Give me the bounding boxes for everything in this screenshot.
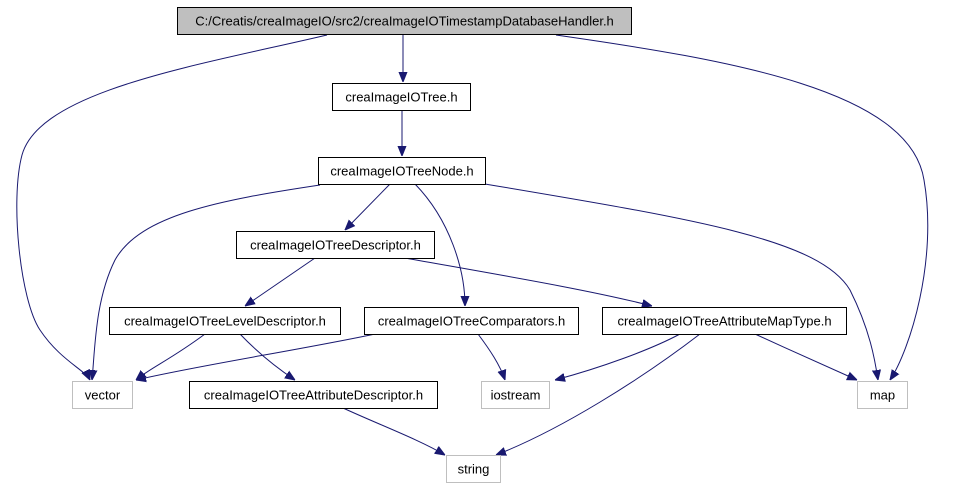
node-attrdesc[interactable]: creaImageIOTreeAttributeDescriptor.h (189, 381, 438, 409)
edge-treenode-to-vector (92, 184, 321, 380)
node-tree[interactable]: creaImageIOTree.h (332, 83, 471, 111)
node-box-treenode (318, 157, 486, 185)
node-box-comparators (364, 307, 579, 335)
edge-attrmap-to-iostream (555, 333, 681, 380)
node-label-comparators: creaImageIOTreeComparators.h (378, 314, 565, 329)
node-label-root: C:/Creatis/creaImageIO/src2/creaImageIOT… (195, 14, 614, 29)
edge-attrdesc-to-string (342, 407, 445, 455)
node-label-treedesc: creaImageIOTreeDescriptor.h (250, 238, 421, 253)
edge-comparators-to-iostream (477, 333, 505, 380)
edge-treedesc-to-attrmap (404, 257, 652, 306)
node-map[interactable]: map (857, 381, 908, 409)
node-label-attrdesc: creaImageIOTreeAttributeDescriptor.h (204, 388, 423, 403)
edge-attrmap-to-map (754, 333, 857, 380)
node-treedesc[interactable]: creaImageIOTreeDescriptor.h (236, 231, 435, 259)
node-box-tree (332, 83, 471, 111)
edge-root-to-map (555, 34, 929, 380)
node-box-iostream (481, 381, 550, 409)
node-label-map: map (870, 388, 895, 403)
node-box-attrdesc (189, 381, 438, 409)
node-label-leveldesc: creaImageIOTreeLevelDescriptor.h (124, 314, 326, 329)
edge-treenode-to-treedesc (345, 183, 391, 230)
node-box-root (177, 7, 632, 35)
node-box-leveldesc (109, 307, 341, 335)
edge-treedesc-to-leveldesc (245, 257, 316, 306)
node-label-vector: vector (85, 388, 121, 403)
edge-treenode-to-map (484, 183, 878, 380)
node-string[interactable]: string (446, 455, 501, 483)
node-vector[interactable]: vector (72, 381, 133, 409)
edge-root-to-vector (16, 34, 328, 380)
node-label-string: string (458, 462, 490, 477)
node-leveldesc[interactable]: creaImageIOTreeLevelDescriptor.h (109, 307, 341, 335)
node-box-treedesc (236, 231, 435, 259)
edges (16, 34, 929, 455)
node-box-string (446, 455, 501, 483)
node-label-tree: creaImageIOTree.h (345, 90, 457, 105)
node-iostream[interactable]: iostream (481, 381, 550, 409)
node-box-vector (72, 381, 133, 409)
node-box-map (857, 381, 908, 409)
edge-treenode-to-comparators (414, 183, 465, 306)
node-root[interactable]: C:/Creatis/creaImageIO/src2/creaImageIOT… (177, 7, 632, 35)
edge-attrmap-to-string (496, 333, 701, 455)
node-label-attrmap: creaImageIOTreeAttributeMapType.h (617, 314, 831, 329)
node-box-attrmap (602, 307, 847, 335)
edge-leveldesc-to-attrdesc (239, 333, 295, 380)
node-label-treenode: creaImageIOTreeNode.h (330, 164, 473, 179)
node-treenode[interactable]: creaImageIOTreeNode.h (318, 157, 486, 185)
node-attrmap[interactable]: creaImageIOTreeAttributeMapType.h (602, 307, 847, 335)
node-comparators[interactable]: creaImageIOTreeComparators.h (364, 307, 579, 335)
nodes: C:/Creatis/creaImageIO/src2/creaImageIOT… (72, 7, 908, 483)
edge-comparators-to-vector (136, 332, 381, 380)
node-label-iostream: iostream (491, 388, 541, 403)
